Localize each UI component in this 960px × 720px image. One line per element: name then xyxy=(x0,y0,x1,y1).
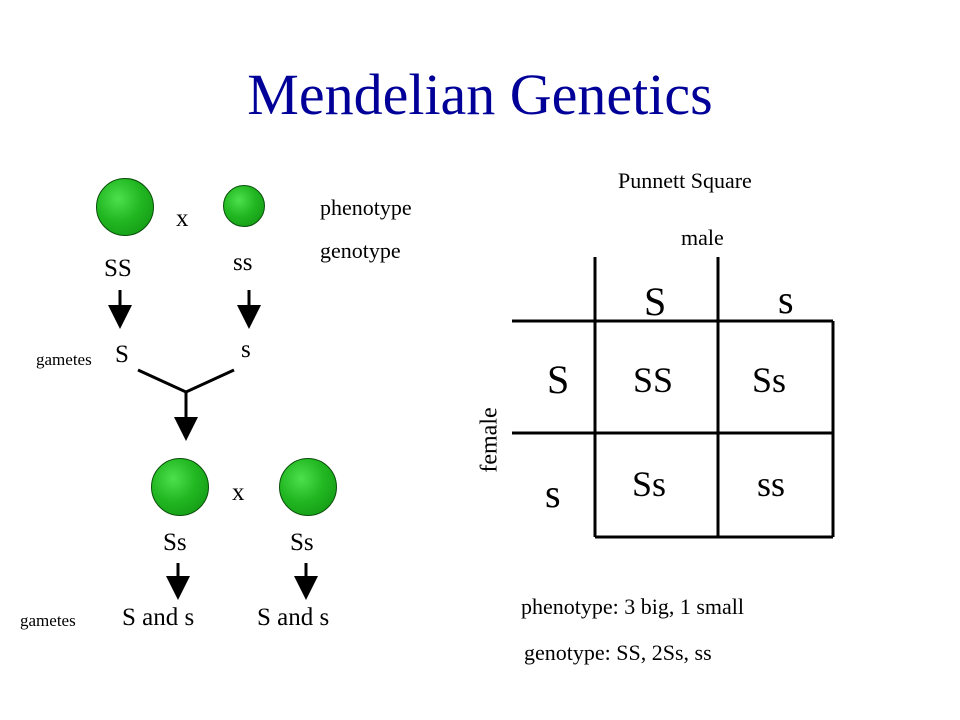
gamete-join-lines xyxy=(137,368,235,394)
parent1-gamete: S xyxy=(115,341,129,368)
punnett-cell-ss-dominant: SS xyxy=(633,360,674,400)
f1-right-gametes: S and s xyxy=(257,604,330,631)
phenotype-label: phenotype xyxy=(320,195,412,220)
parent2-gamete: s xyxy=(241,336,251,363)
f1-right-genotype: Ss xyxy=(290,529,314,556)
parent2-pea-small xyxy=(223,185,265,227)
punnett-cell-bottom-right: ss xyxy=(757,464,786,504)
f1-cross-symbol: x xyxy=(232,479,245,506)
punnett-title: Punnett Square xyxy=(618,168,752,193)
gametes-label-parents: gametes xyxy=(36,350,92,369)
parent2-genotype: ss xyxy=(233,249,253,276)
punnett-cell-bottom-left: Ss xyxy=(632,464,667,504)
parent1-genotype: SS xyxy=(104,255,132,282)
phenotype-summary: phenotype: 3 big, 1 small xyxy=(521,594,745,619)
col-header-dominant: S xyxy=(644,279,667,324)
genotype-label: genotype xyxy=(320,238,401,263)
parent-cross-symbol: x xyxy=(176,205,189,232)
gametes-label-f1: gametes xyxy=(20,611,76,630)
row-header-dominant: S xyxy=(547,357,570,402)
male-label: male xyxy=(681,225,724,250)
punnett-cell-top-right: Ss xyxy=(752,360,787,400)
f1-right-pea xyxy=(279,458,337,516)
parent1-pea-large xyxy=(96,178,154,236)
f1-left-genotype: Ss xyxy=(163,529,187,556)
genotype-summary: genotype: SS, 2Ss, ss xyxy=(524,640,712,665)
page-title: Mendelian Genetics xyxy=(247,62,713,127)
row-header-recessive: s xyxy=(545,471,561,516)
f1-left-pea xyxy=(151,458,209,516)
col-header-recessive: s xyxy=(778,277,794,322)
f1-left-gametes: S and s xyxy=(122,604,195,631)
